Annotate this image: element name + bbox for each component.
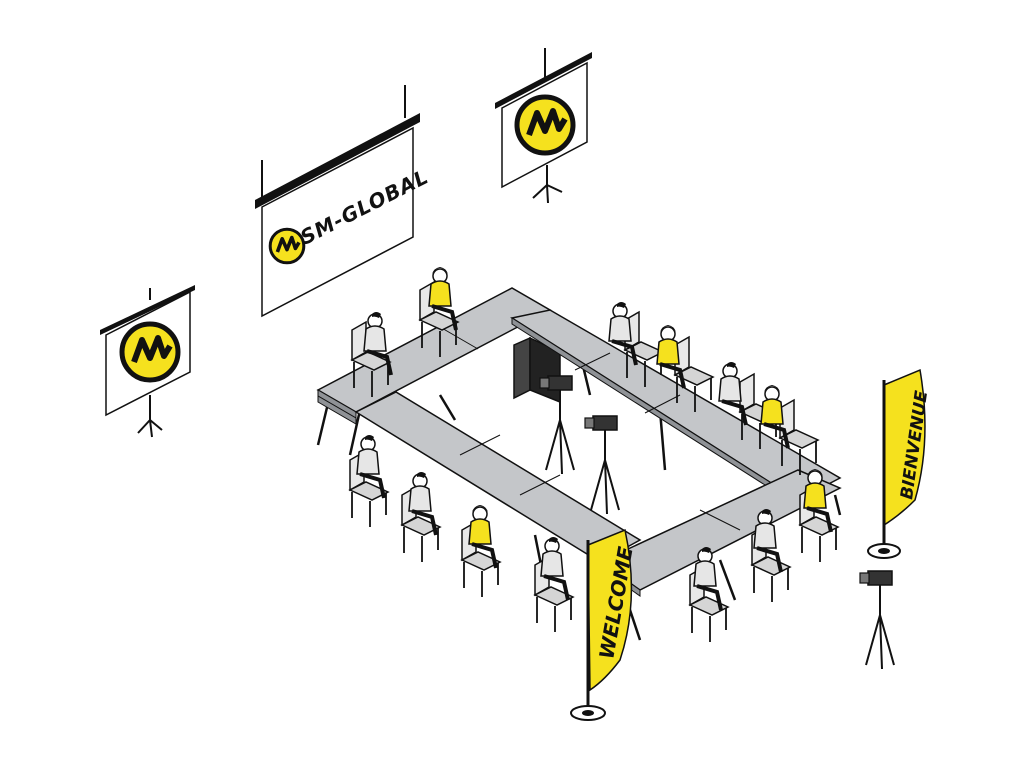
welcome-flag: WELCOME: [570, 528, 638, 721]
sm-logo-icon: [517, 97, 573, 153]
left-projector-screen: [100, 285, 195, 438]
seated-person: [401, 470, 441, 563]
camera-tripod-front: [859, 570, 895, 670]
bienvenue-flag: BIENVENUE: [867, 368, 932, 559]
seated-person: [349, 433, 389, 528]
conference-table: [316, 287, 842, 641]
seated-person: [534, 535, 574, 633]
camera-tripod-middle: [584, 415, 620, 515]
main-projector-screen: SM-GLOBAL: [255, 85, 432, 318]
sm-logo-icon: [122, 324, 178, 380]
right-projector-screen: [495, 48, 592, 204]
seated-person: [461, 503, 501, 598]
